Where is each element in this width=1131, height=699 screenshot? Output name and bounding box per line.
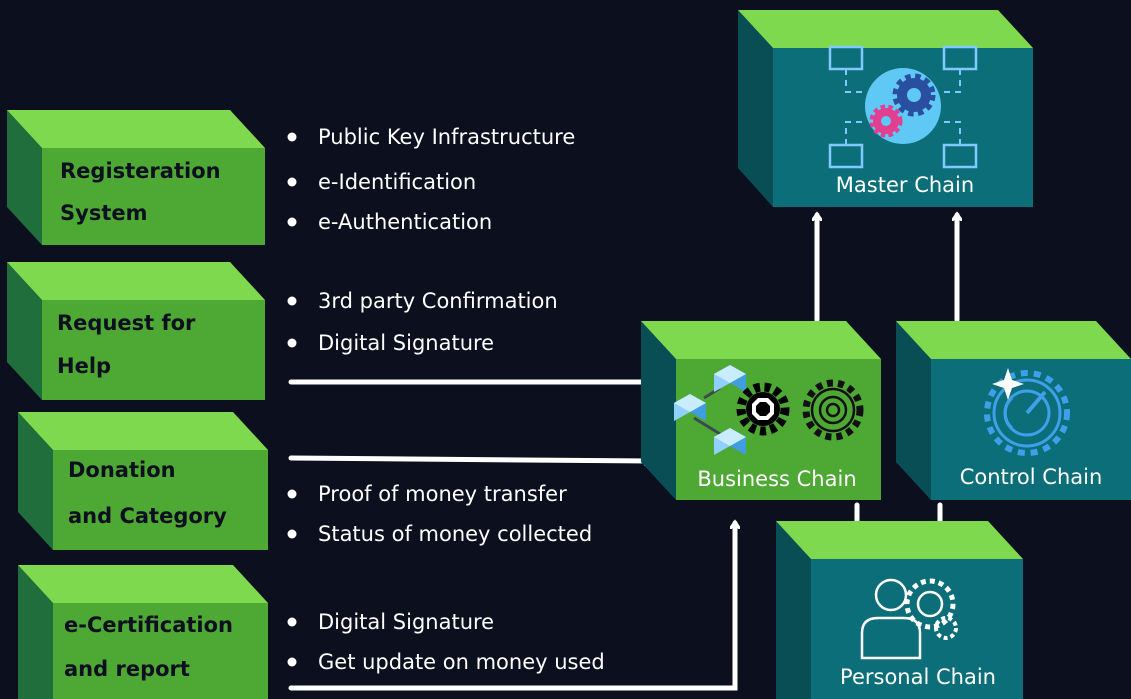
registration-title-line2: System bbox=[60, 201, 147, 225]
certification-report-box: e-Certification and report bbox=[18, 565, 268, 699]
box-side bbox=[18, 565, 53, 699]
blockchain-gears-icon bbox=[674, 365, 864, 455]
bullet-dot bbox=[287, 296, 297, 306]
bullet-text: Status of money collected bbox=[318, 522, 592, 546]
box-top bbox=[18, 565, 268, 603]
master-chain-label: Master Chain bbox=[836, 173, 974, 197]
box-side bbox=[7, 262, 42, 400]
business-chain-label: Business Chain bbox=[697, 467, 856, 491]
box-side bbox=[7, 110, 42, 245]
donation-title-line2: and Category bbox=[68, 504, 227, 528]
block-side bbox=[776, 521, 811, 699]
donation-title-line1: Donation bbox=[68, 458, 176, 482]
bullet-list-request: 3rd party Confirmation Digital Signature bbox=[287, 289, 558, 355]
dashed-link bbox=[845, 121, 862, 145]
bullet-dot bbox=[287, 617, 297, 627]
bullet-text: e-Authentication bbox=[318, 210, 492, 234]
personal-chain-block: Personal Chain bbox=[776, 521, 1023, 699]
box-top bbox=[7, 110, 265, 148]
personal-chain-label: Personal Chain bbox=[840, 665, 996, 689]
bullet-list-donation: Proof of money transfer Status of money … bbox=[287, 482, 592, 546]
box-front bbox=[53, 450, 268, 550]
bullet-list-certification: Digital Signature Get update on money us… bbox=[287, 610, 605, 674]
block-front bbox=[931, 359, 1131, 500]
bullet-text: e-Identification bbox=[318, 170, 476, 194]
block-side bbox=[738, 10, 773, 207]
block-top bbox=[641, 321, 881, 359]
bullet-dot bbox=[287, 177, 297, 187]
box-front bbox=[42, 300, 265, 400]
request-for-help-box: Request for Help bbox=[7, 262, 265, 400]
bullet-text: Digital Signature bbox=[318, 331, 494, 355]
dashed-link bbox=[845, 69, 862, 93]
bullet-dot bbox=[287, 132, 297, 142]
block-side bbox=[641, 321, 676, 500]
bullet-text: Proof of money transfer bbox=[318, 482, 567, 506]
bullet-text: Digital Signature bbox=[318, 610, 494, 634]
box-front bbox=[42, 148, 265, 245]
master-chain-block: Master Chain bbox=[738, 10, 1033, 207]
bullet-text: Public Key Infrastructure bbox=[318, 125, 575, 149]
bullet-dot bbox=[287, 489, 297, 499]
box-top bbox=[7, 262, 265, 300]
block-side bbox=[896, 321, 931, 500]
certification-title-line2: and report bbox=[64, 657, 190, 681]
arrow-donation-to-business bbox=[288, 455, 650, 461]
control-chain-block: Control Chain bbox=[896, 321, 1131, 500]
gear-gauge-icon bbox=[984, 370, 1070, 456]
user-gear-icon bbox=[860, 578, 958, 660]
block-top bbox=[776, 521, 1023, 559]
outline-gear bbox=[802, 379, 864, 441]
registration-system-box: Registeration System bbox=[7, 110, 265, 245]
bullet-dot bbox=[287, 529, 297, 539]
control-chain-label: Control Chain bbox=[960, 465, 1103, 489]
arrow-certification-to-business bbox=[288, 523, 735, 691]
bullet-list-registration: Public Key Infrastructure e-Identificati… bbox=[287, 125, 575, 234]
box-side bbox=[18, 412, 53, 550]
block-top bbox=[896, 321, 1131, 359]
blockchain-cubes bbox=[674, 365, 746, 455]
block-front bbox=[811, 559, 1023, 699]
bullet-text: 3rd party Confirmation bbox=[318, 289, 558, 313]
request-title-line1: Request for bbox=[57, 311, 196, 335]
donation-category-box: Donation and Category bbox=[18, 412, 268, 550]
business-chain-block: Business Chain bbox=[641, 321, 881, 500]
block-top bbox=[738, 10, 1033, 48]
blue-gear-hole bbox=[907, 88, 921, 102]
box-top bbox=[18, 412, 268, 450]
registration-title-line1: Registeration bbox=[60, 159, 221, 183]
sparkle-icon bbox=[992, 368, 1024, 400]
bullet-dot bbox=[287, 338, 297, 348]
bullet-dot bbox=[287, 217, 297, 227]
dashed-link bbox=[944, 69, 961, 93]
pink-gear-hole bbox=[881, 116, 891, 126]
gears-network-icon bbox=[828, 45, 978, 169]
certification-title-line1: e-Certification bbox=[64, 613, 233, 637]
bullet-text: Get update on money used bbox=[318, 650, 605, 674]
black-gear bbox=[736, 382, 790, 436]
dashed-link bbox=[944, 121, 961, 145]
bullet-dot bbox=[287, 657, 297, 667]
box-front bbox=[53, 603, 268, 699]
request-title-line2: Help bbox=[57, 354, 111, 378]
